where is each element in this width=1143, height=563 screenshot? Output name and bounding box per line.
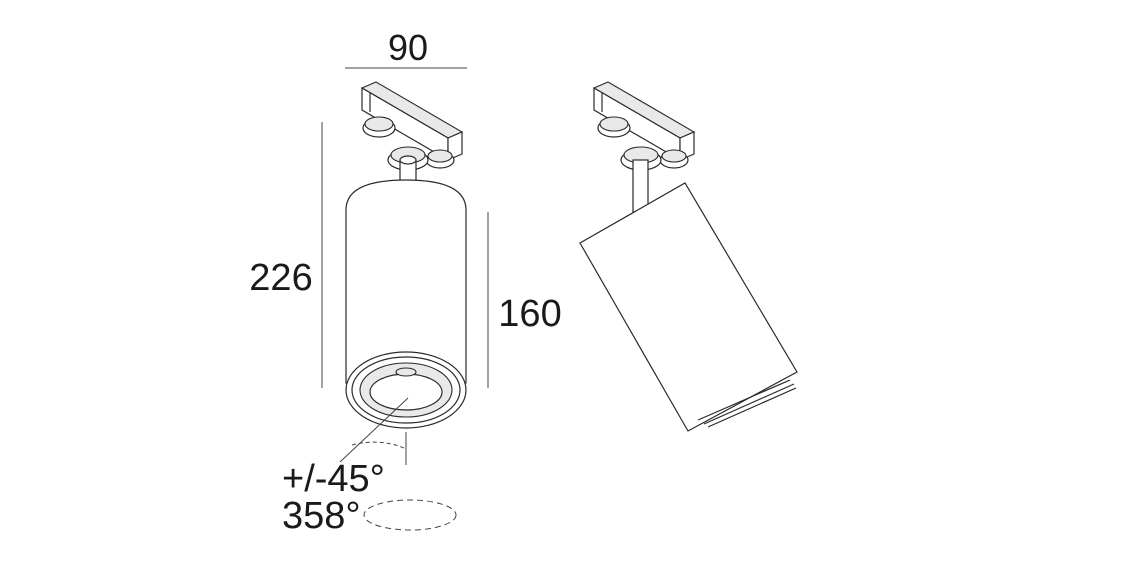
tilt-indicator <box>339 397 409 465</box>
track-adapter <box>360 81 464 162</box>
front-view: 90 226 160 <box>249 27 561 537</box>
tilted-adapter-knobs <box>597 116 689 171</box>
tilt-label: +/-45° <box>282 458 385 500</box>
total-height-dimension-label: 226 <box>249 257 312 299</box>
rotation-indicator <box>363 499 457 531</box>
tilted-stem <box>632 159 649 213</box>
tilted-view <box>579 81 798 432</box>
tilted-cylinder-body <box>579 182 798 432</box>
cylinder-body <box>345 179 467 384</box>
rotation-label: 358° <box>282 495 361 537</box>
lens-ring <box>345 351 467 429</box>
body-height-dimension-label: 160 <box>498 293 561 335</box>
width-dimension-label: 90 <box>388 27 428 68</box>
